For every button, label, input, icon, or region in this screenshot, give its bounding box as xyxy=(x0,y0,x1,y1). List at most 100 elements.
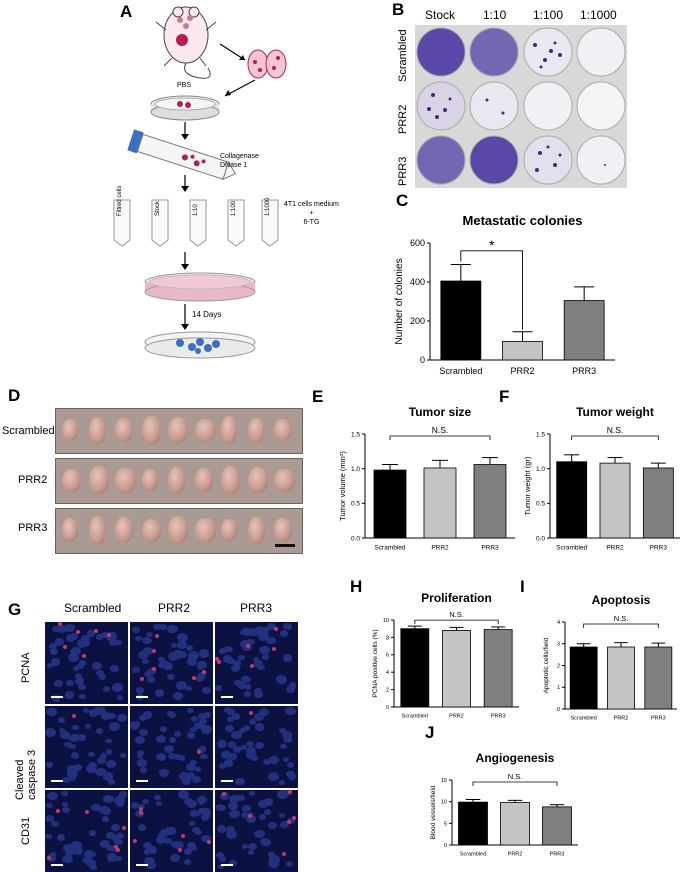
nucleus xyxy=(45,728,56,738)
nucleus xyxy=(118,791,128,798)
nucleus xyxy=(139,714,147,721)
nucleus xyxy=(57,624,68,633)
nucleus xyxy=(221,750,233,760)
category-label-J-0: Scrambled xyxy=(460,852,486,858)
tumor-specimen xyxy=(115,517,133,543)
nucleus xyxy=(110,665,119,672)
nucleus xyxy=(167,673,176,681)
nucleus xyxy=(55,638,65,646)
tumor-scale-bar xyxy=(275,544,295,547)
stain-spot xyxy=(71,714,76,719)
nucleus xyxy=(228,753,238,761)
stain-spot xyxy=(139,810,144,815)
nucleus xyxy=(215,685,223,691)
stain-spot xyxy=(106,632,111,637)
nucleus xyxy=(282,735,293,743)
nucleus xyxy=(68,774,76,781)
nucleus xyxy=(178,772,190,781)
micro-row-cd31: CD31 xyxy=(20,816,32,845)
nucleus xyxy=(142,798,149,805)
nucleus xyxy=(51,625,60,633)
plate-col-stock: Stock xyxy=(425,8,456,22)
nucleus xyxy=(76,663,84,669)
scale-bar xyxy=(221,696,233,698)
nucleus xyxy=(167,752,176,760)
nucleus xyxy=(196,664,206,671)
plate-col-1-1000: 1:1000 xyxy=(580,8,617,22)
nucleus xyxy=(286,762,295,769)
nucleus xyxy=(186,731,196,739)
nucleus xyxy=(167,624,178,634)
stain-spot xyxy=(82,653,87,658)
nucleus xyxy=(137,759,147,767)
category-label-I-1: PRR2 xyxy=(614,716,629,722)
microscopy-tile xyxy=(130,706,213,788)
nucleus xyxy=(241,843,249,850)
y-axis-label-C: Number of colonies xyxy=(394,258,405,344)
nucleus xyxy=(89,851,96,857)
category-label-J-1: PRR2 xyxy=(508,852,523,858)
nucleus xyxy=(200,807,211,816)
microscopy-tile xyxy=(130,622,213,704)
nucleus xyxy=(138,803,145,809)
nucleus xyxy=(194,721,204,730)
tumor-specimen xyxy=(115,467,136,493)
nucleus xyxy=(59,728,66,734)
pbs-label: PBS xyxy=(177,82,192,89)
stain-spot xyxy=(76,630,81,635)
chart-title-H: Proliferation xyxy=(421,591,492,605)
nucleus xyxy=(137,650,149,660)
nucleus xyxy=(49,648,59,655)
nucleus xyxy=(74,673,82,680)
nucleus xyxy=(244,684,252,690)
panel-b-letter: B xyxy=(392,0,405,19)
tumor-specimen xyxy=(194,418,216,442)
category-label-H-1: PRR2 xyxy=(449,714,464,720)
nucleus xyxy=(276,790,288,799)
nucleus xyxy=(225,826,235,834)
stain-spot xyxy=(151,649,156,654)
bar-H-0 xyxy=(400,628,430,708)
y-tick-label-I: 0 xyxy=(557,707,560,713)
nucleus xyxy=(106,832,115,839)
nucleus xyxy=(99,805,110,814)
nucleus xyxy=(284,706,296,715)
nucleus xyxy=(254,829,265,838)
nucleus xyxy=(235,777,245,786)
micro-row-pcna: PCNA xyxy=(20,652,32,683)
nucleus xyxy=(97,756,107,764)
scale-bar xyxy=(136,864,148,866)
nucleus xyxy=(107,779,116,786)
y-tick-label-J: 10 xyxy=(441,800,447,806)
microscopy-tile xyxy=(130,790,213,872)
nucleus xyxy=(218,648,227,655)
tumor-specimen xyxy=(88,466,109,494)
microscopy-tile xyxy=(215,706,298,788)
bar-J-0 xyxy=(458,801,488,846)
nucleus xyxy=(279,779,286,785)
nucleus xyxy=(183,859,191,866)
nucleus xyxy=(54,680,63,688)
sig-bracket-H xyxy=(414,619,499,625)
nucleus xyxy=(173,650,184,659)
sig-label-J: N.S. xyxy=(508,772,523,781)
nucleus xyxy=(234,659,241,665)
stain-spot xyxy=(291,815,296,820)
nucleus xyxy=(142,841,153,850)
category-label-F-0: Scrambled xyxy=(556,545,587,552)
chart-title-E: Tumor size xyxy=(409,405,472,419)
tumor-specimen xyxy=(247,417,265,443)
stain-spot xyxy=(113,844,118,849)
nucleus xyxy=(268,855,280,864)
nucleus xyxy=(185,772,195,780)
nucleus xyxy=(177,632,189,642)
nucleus xyxy=(195,675,205,682)
nucleus xyxy=(117,695,124,701)
nucleus xyxy=(231,731,242,740)
nucleus xyxy=(216,852,224,859)
scale-bar xyxy=(51,780,63,782)
stain-spot xyxy=(115,847,120,852)
y-tick-label-E: 0.5 xyxy=(351,501,360,508)
stain-spot xyxy=(287,790,292,795)
stain-spot xyxy=(138,806,143,811)
